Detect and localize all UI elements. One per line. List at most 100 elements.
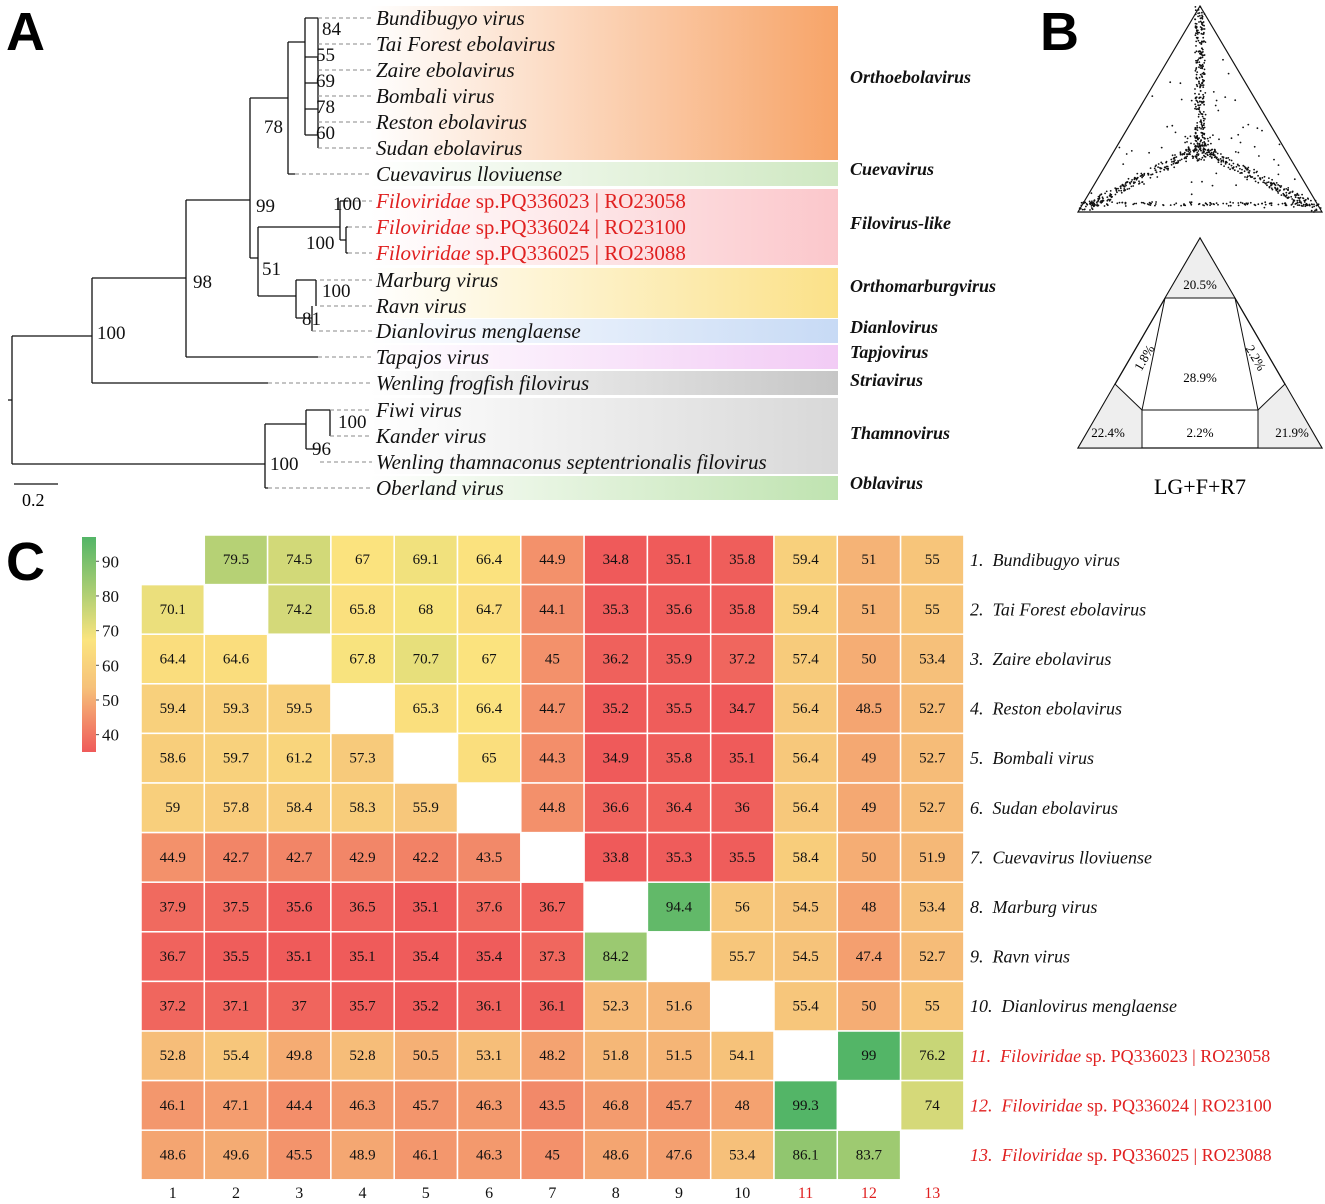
heatmap-column-label: 1: [169, 1185, 177, 1202]
quartet-point: [1119, 185, 1122, 188]
heatmap-cell-value: 56: [735, 899, 751, 915]
quartet-point: [1202, 84, 1205, 86]
clade-bands: [370, 6, 838, 500]
quartet-point: [1195, 59, 1197, 62]
quartet-point: [1189, 151, 1192, 153]
heatmap-cell-value: 59.3: [223, 701, 249, 717]
quartet-point: [1227, 166, 1230, 169]
quartet-point: [1225, 160, 1227, 163]
quartet-point: [1212, 134, 1214, 137]
heatmap-cell: [646, 633, 712, 685]
heatmap-cell-value: 65: [482, 751, 497, 767]
quartet-point: [1136, 176, 1139, 179]
quartet-point: [1270, 184, 1272, 187]
quartet-point: [1201, 142, 1204, 144]
quartet-point: [1277, 192, 1280, 194]
quartet-point: [1203, 40, 1205, 42]
quartet-point: [1193, 143, 1195, 145]
quartet-point: [1259, 177, 1262, 180]
heatmap-cell-value: 52.8: [349, 1048, 375, 1064]
quartet-point: [1198, 126, 1201, 129]
heatmap-cell: [583, 1129, 649, 1181]
quartet-point: [1096, 205, 1099, 207]
quartet-point: [1298, 201, 1301, 204]
quartet-point: [1269, 202, 1272, 205]
quartet-point: [1198, 41, 1201, 44]
quartet-point: [1132, 203, 1135, 206]
heatmap-cell: [773, 1129, 839, 1181]
quartet-point: [1126, 181, 1129, 183]
heatmap-cell: [266, 683, 332, 735]
tree-branch: [305, 44, 319, 148]
quartet-point: [1233, 169, 1236, 172]
quartet-point: [1222, 156, 1225, 159]
quartet-point: [1148, 203, 1150, 206]
heatmap-cell: [520, 881, 585, 933]
quartet-point: [1180, 98, 1183, 101]
quartet-point: [1159, 170, 1162, 173]
quartet-point: [1185, 149, 1187, 152]
heatmap-cell: [899, 633, 965, 685]
heatmap-cell-value: 55.9: [413, 800, 439, 816]
quartet-point: [1202, 71, 1205, 74]
quartet-point: [1105, 190, 1108, 193]
quartet-point: [1282, 192, 1285, 195]
quartet-point: [1194, 92, 1196, 95]
heatmap-row-label: 7. Cuevavirus lloviuense: [970, 847, 1152, 867]
heatmap-cell-value: 86.1: [792, 1147, 818, 1163]
heatmap-cell: [456, 1030, 522, 1082]
heatmap-cell: [836, 1129, 902, 1181]
quartet-point: [1203, 155, 1206, 158]
heatmap-cell: [456, 931, 522, 983]
taxon-label: Reston ebolavirus: [375, 110, 527, 134]
heatmap-cell: [709, 1030, 775, 1082]
quartet-point: [1200, 139, 1202, 142]
heatmap-cell-value: 47.4: [856, 949, 883, 965]
quartet-point: [1209, 204, 1211, 207]
quartet-point: [1093, 202, 1096, 205]
quartet-point: [1160, 161, 1163, 164]
quartet-point: [1201, 156, 1204, 159]
quartet-point: [1187, 150, 1190, 153]
quartet-point: [1197, 50, 1200, 53]
quartet-point: [1203, 62, 1206, 64]
quartet-point: [1199, 6, 1202, 8]
quartet-point: [1212, 91, 1215, 93]
quartet-point: [1098, 197, 1101, 200]
quartet-point: [1202, 51, 1204, 53]
heatmap-cell-value: 44.3: [539, 751, 565, 767]
quartet-point: [1188, 149, 1191, 152]
quartet-point: [1196, 126, 1199, 129]
taxon-label: Marburg virus: [375, 268, 498, 292]
quartet-point: [1200, 53, 1202, 56]
heatmap-cell: [709, 683, 775, 735]
quartet-point: [1313, 211, 1315, 213]
quartet-point: [1314, 209, 1316, 212]
quartet-point: [1254, 180, 1257, 183]
quartet-point: [1201, 124, 1204, 127]
quartet-point: [1237, 170, 1239, 173]
quartet-point: [1224, 96, 1227, 98]
quartet-point: [1195, 156, 1197, 158]
quartet-point: [1230, 137, 1233, 140]
taxon-label: Ravn virus: [375, 294, 466, 318]
quartet-point: [1201, 14, 1203, 17]
quartet-point: [1217, 161, 1220, 164]
quartet-point: [1195, 23, 1198, 25]
heatmap-cell-value: 45.5: [286, 1147, 312, 1163]
heatmap-cell-value: 51.6: [666, 999, 693, 1015]
heatmap-cell-value: 36.6: [603, 800, 630, 816]
heatmap-cell-value: 70.1: [160, 602, 186, 618]
heatmap-cell: [520, 534, 585, 586]
quartet-point: [1194, 25, 1197, 27]
quartet-point: [1217, 203, 1219, 206]
quartet-point: [1174, 131, 1177, 134]
quartet-point: [1141, 181, 1144, 183]
heatmap-row-label: 13. Filoviridae sp. PQ336025 | RO23088: [970, 1145, 1272, 1165]
quartet-point: [1198, 66, 1200, 69]
quartet-point: [1206, 149, 1209, 152]
heatmap-row-label: 6. Sudan ebolavirus: [970, 798, 1118, 818]
heatmap-column-label: 8: [612, 1185, 620, 1202]
quartet-point: [1291, 198, 1294, 200]
